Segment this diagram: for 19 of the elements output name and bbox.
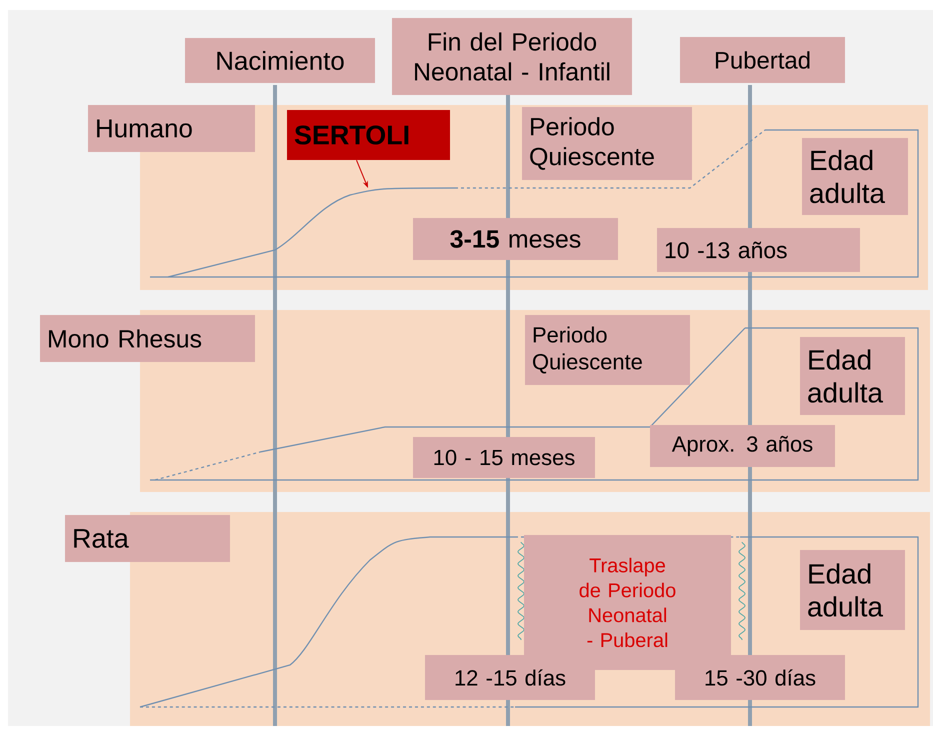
period-box: Periodo Quiescente xyxy=(525,315,690,385)
duration-box: 3-15 meses xyxy=(413,218,618,260)
milestone-box: Pubertad xyxy=(680,37,845,83)
species-box: Mono Rhesus xyxy=(40,315,255,362)
duration-box: 10 - 15 meses xyxy=(413,437,595,478)
milestone-box: Nacimiento xyxy=(185,38,375,83)
node-label: Traslape de Periodo Neonatal - Puberal xyxy=(580,558,676,648)
species-box: Rata xyxy=(65,515,230,562)
period-box: Periodo Quiescente xyxy=(522,107,692,180)
milestone-box: Fin del Periodo Neonatal - Infantil xyxy=(392,18,632,95)
stage-box: Edad adulta xyxy=(802,138,908,215)
duration-box: 15 -30 días xyxy=(675,655,845,700)
sertoli-box: SERTOLI xyxy=(287,110,450,160)
species-box: Humano xyxy=(88,105,255,152)
stage-box: Edad adulta xyxy=(800,550,905,630)
stage-box: Edad adulta xyxy=(800,337,905,415)
duration-box: Aprox. 3 años xyxy=(650,425,835,467)
duration-box: 12 -15 días xyxy=(425,655,595,700)
duration-box: 10 -13 años xyxy=(657,228,860,272)
